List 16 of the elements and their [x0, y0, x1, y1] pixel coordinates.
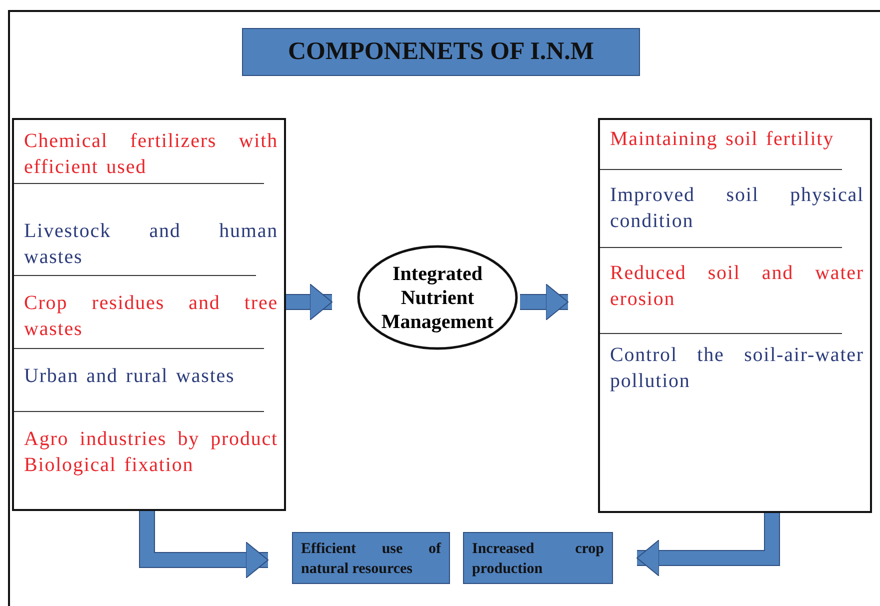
node-label: Integrated Nutrient Management — [380, 262, 495, 334]
process-box: Increased crop production — [463, 532, 613, 584]
list-item-text: Control the soil-air-water pollution — [610, 343, 864, 394]
list-item-text: Chemical fertilizers with efficient used — [24, 129, 278, 180]
list-box — [598, 118, 872, 513]
list-item-text: Agro industries by product Biological fixation — [24, 427, 278, 478]
process-box: Efficient use of natural resources — [292, 532, 450, 584]
list-box — [12, 118, 286, 511]
list-item-text: Improved soil physical condition — [610, 183, 864, 234]
list-item-text: Maintaining soil fertility — [610, 127, 836, 152]
ellipse-node — [357, 245, 518, 350]
list-item-text: Crop residues and tree wastes — [24, 291, 278, 342]
list-item-text: Reduced soil and water erosion — [610, 261, 864, 312]
title-banner: COMPONENETS OF I.N.M — [242, 28, 640, 76]
list-item-text: Urban and rural wastes — [24, 364, 236, 389]
list-item-text: Livestock and human wastes — [24, 219, 278, 270]
